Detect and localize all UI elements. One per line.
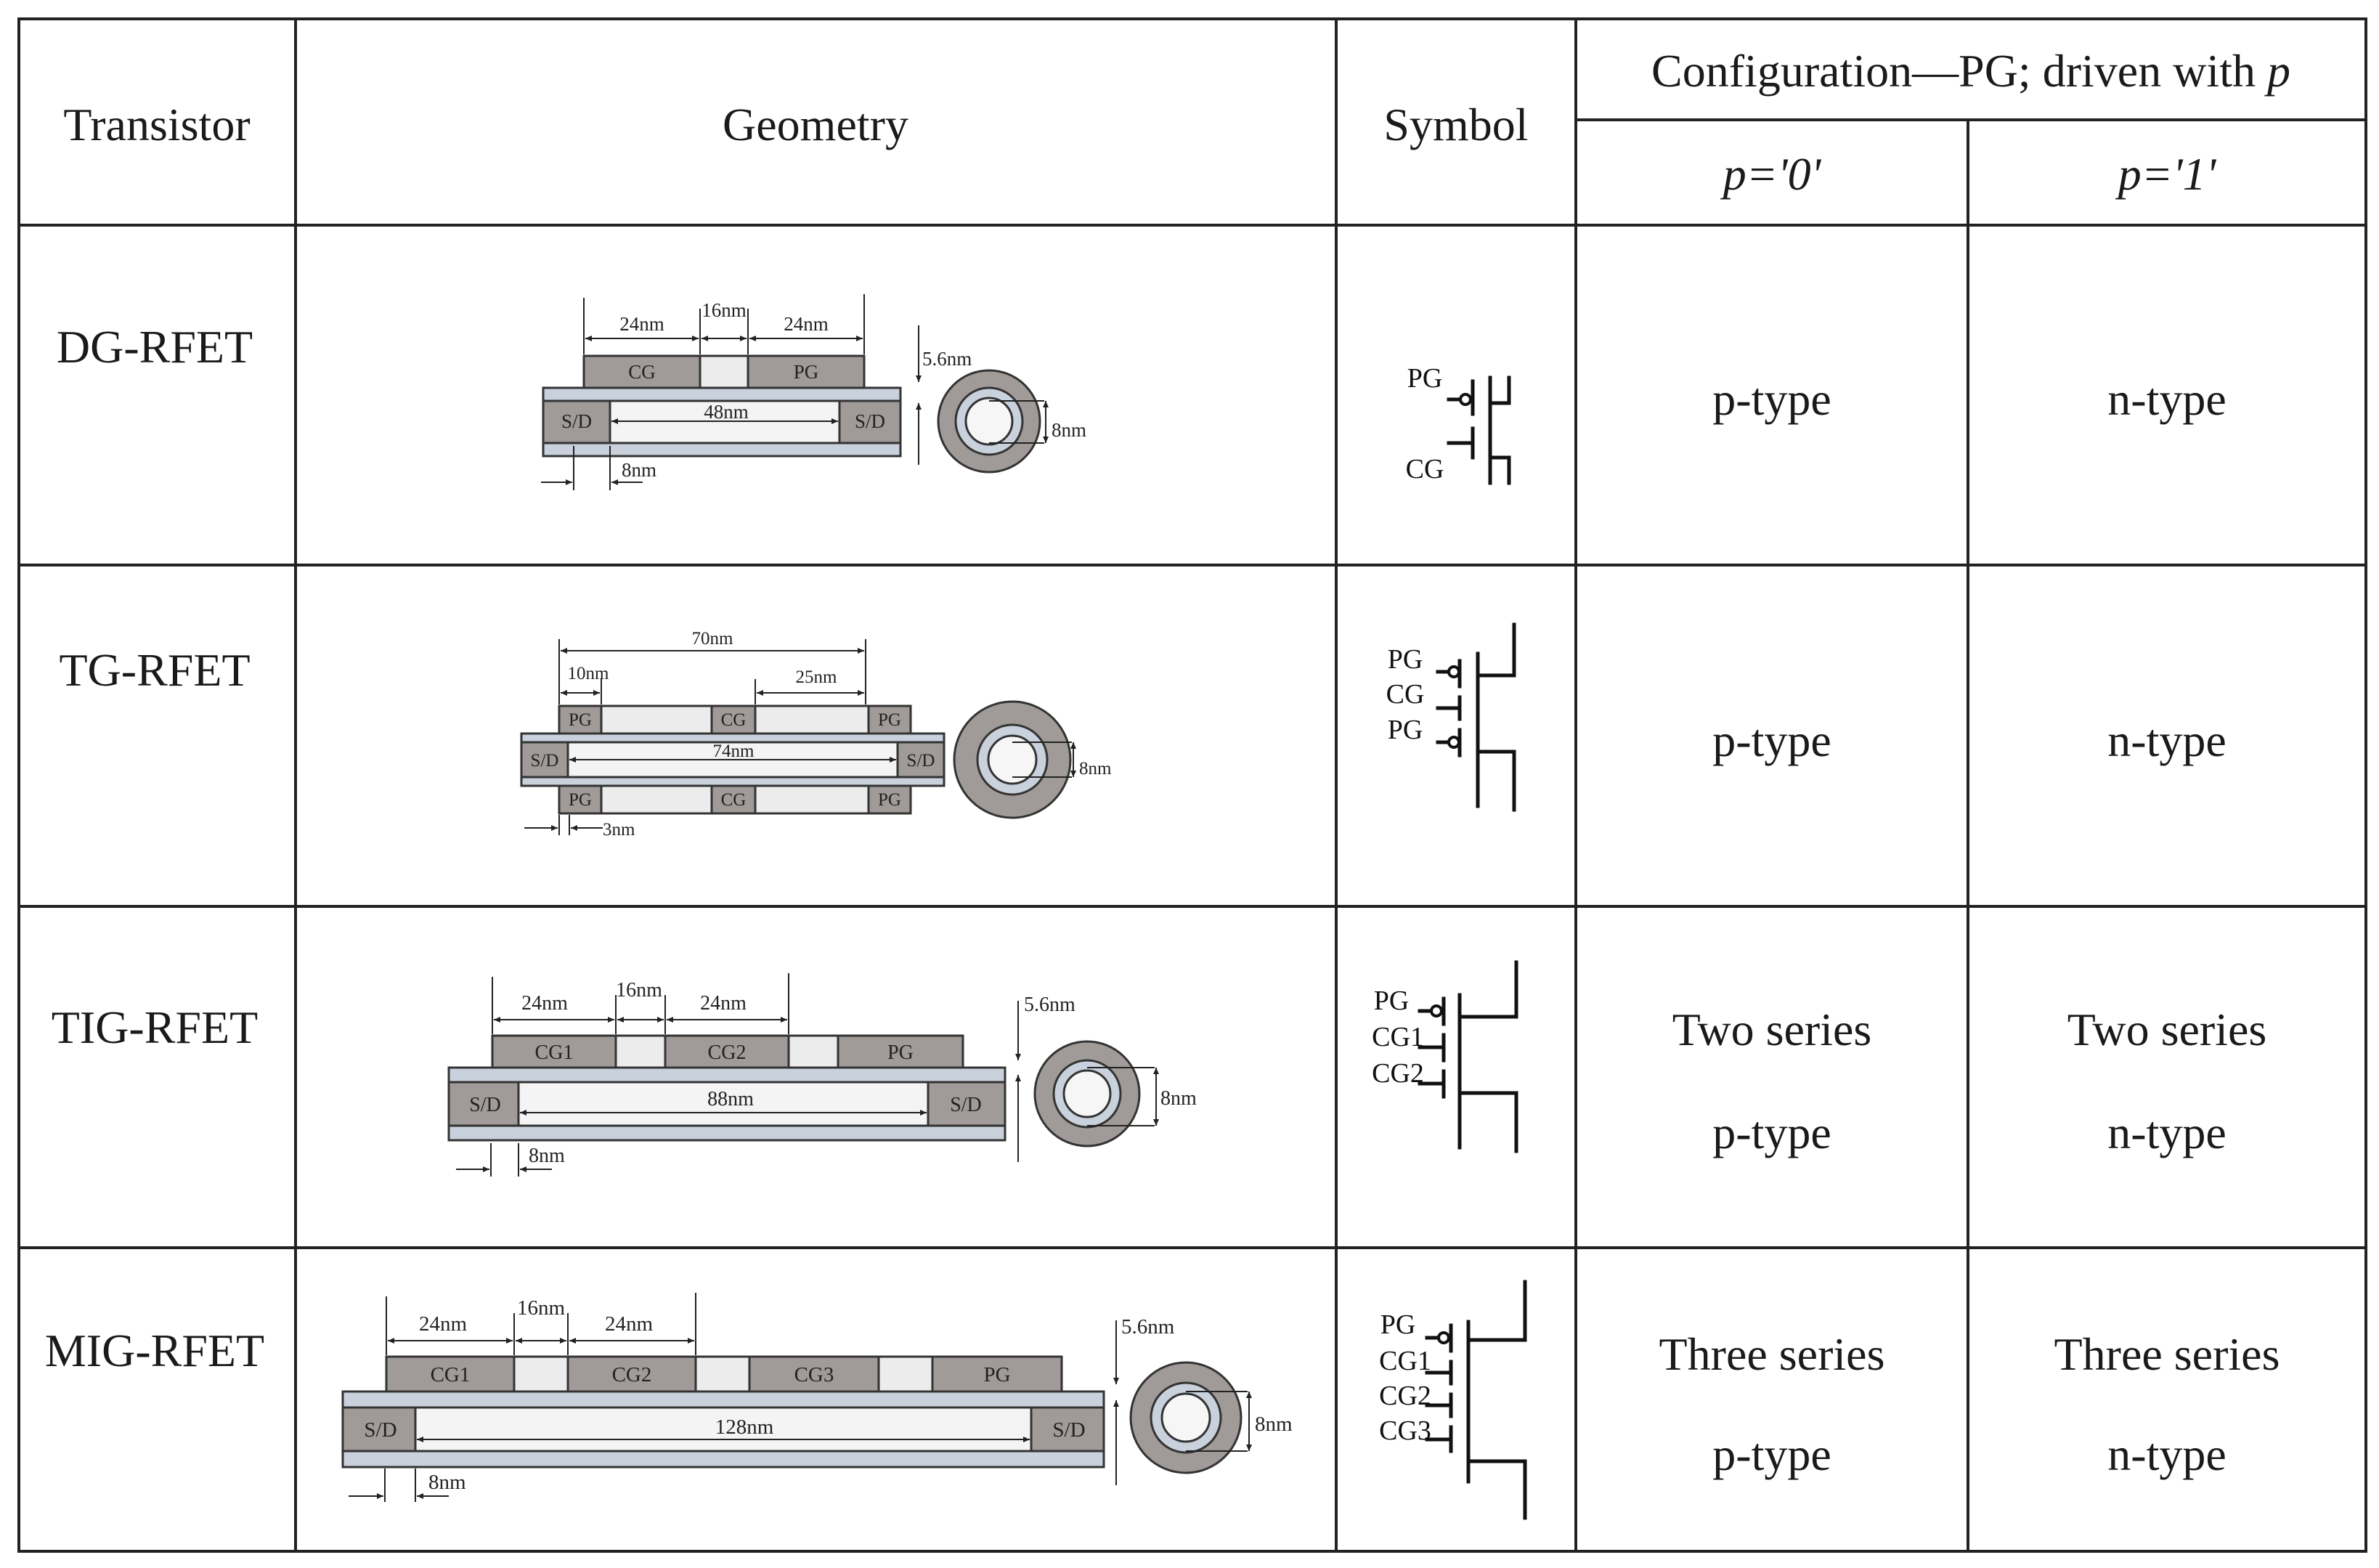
total-label: 70nm — [692, 629, 734, 649]
sd-label: S/D — [907, 751, 935, 771]
config-p1-line2: n-type — [2107, 1429, 2226, 1480]
dg-rfet-symbol — [1447, 375, 1511, 485]
gate-label: CG — [721, 710, 747, 730]
gate-label: PG — [878, 790, 901, 810]
gate-label: PG — [887, 1041, 914, 1064]
row-name: TG-RFET — [59, 644, 251, 696]
tg-rfet-symbol — [1436, 622, 1516, 812]
config-p0-line2: p-type — [1712, 1429, 1831, 1480]
dim-label: 10nm — [568, 664, 610, 683]
symbol-label: PG — [1388, 715, 1423, 745]
header-configuration: Configuration—PG; driven with p — [1651, 48, 2290, 94]
sd-label: S/D — [531, 751, 559, 771]
gate-label: CG3 — [794, 1363, 834, 1386]
symbol-label: CG2 — [1372, 1058, 1424, 1089]
config-p1: n-type — [2107, 373, 2226, 425]
gate-label: PG — [569, 710, 592, 730]
symbol-label: CG — [1406, 454, 1444, 484]
header-p0: p='0' — [1723, 148, 1821, 200]
dim-label: 16nm — [702, 299, 747, 321]
config-p0-line1: Two series — [1672, 1004, 1872, 1055]
config-p1-line2: n-type — [2107, 1107, 2226, 1158]
gate-label: PG — [794, 361, 819, 383]
symbol-label: CG3 — [1379, 1415, 1431, 1446]
sd-label: S/D — [364, 1418, 396, 1442]
channel-label: 74nm — [713, 742, 755, 761]
overlap-label: 8nm — [428, 1471, 466, 1494]
dim-label: 24nm — [700, 992, 747, 1015]
gate-label: PG — [569, 790, 592, 810]
dim-label: 25nm — [796, 667, 838, 687]
config-p0-line2: p-type — [1712, 1107, 1831, 1158]
dim-label: 24nm — [619, 313, 664, 335]
sd-label: S/D — [1052, 1418, 1085, 1442]
gate-label: PG — [878, 710, 901, 730]
config-p0: p-type — [1712, 715, 1831, 766]
header-configuration-var: p — [2266, 45, 2290, 97]
diameter-label: 8nm — [1052, 419, 1086, 441]
sd-label: S/D — [561, 410, 592, 432]
sd-label: S/D — [855, 410, 885, 432]
diameter-label: 8nm — [1160, 1087, 1197, 1110]
thickness-label: 5.6nm — [1121, 1315, 1175, 1339]
overlap-label: 8nm — [529, 1145, 565, 1167]
config-p0-line1: Three series — [1659, 1328, 1885, 1380]
row-name: DG-RFET — [56, 321, 253, 373]
config-p1: n-type — [2107, 715, 2226, 766]
symbol-label: CG1 — [1372, 1022, 1424, 1052]
symbol-label: PG — [1407, 363, 1443, 394]
symbol-label: CG — [1386, 679, 1425, 710]
channel-label: 128nm — [715, 1415, 774, 1439]
gate-label: CG1 — [535, 1041, 574, 1064]
tig-rfet-symbol — [1418, 960, 1518, 1153]
thickness-label: 5.6nm — [922, 348, 972, 370]
header-transistor: Transistor — [63, 99, 251, 150]
tig-rfet-geometry — [447, 1034, 1141, 1147]
mig-rfet-symbol — [1425, 1280, 1527, 1520]
gate-label: PG — [983, 1363, 1010, 1386]
gate-label: CG — [721, 790, 747, 810]
mig-rfet-geometry — [341, 1355, 1243, 1474]
symbol-label: CG2 — [1379, 1381, 1431, 1411]
channel-label: 88nm — [707, 1088, 754, 1110]
gate-label: CG1 — [431, 1363, 471, 1386]
gate-label: CG2 — [612, 1363, 652, 1386]
dg-rfet-geometry — [542, 354, 1041, 474]
symbol-label: CG1 — [1379, 1346, 1431, 1376]
header-p1: p='1' — [2118, 148, 2216, 200]
config-p0: p-type — [1712, 373, 1831, 425]
header-configuration-text: Configuration—PG; driven with — [1651, 45, 2267, 97]
row-name: MIG-RFET — [44, 1325, 265, 1376]
config-p1-line1: Three series — [2054, 1328, 2280, 1380]
config-p1-line1: Two series — [2067, 1004, 2267, 1055]
dim-label: 16nm — [616, 979, 662, 1002]
sd-label: S/D — [469, 1094, 501, 1116]
overlap-label: 3nm — [603, 820, 635, 840]
dim-label: 24nm — [605, 1312, 654, 1336]
overlap-label: 8nm — [622, 459, 656, 481]
thickness-label: 5.6nm — [1024, 994, 1075, 1016]
dim-label: 24nm — [784, 313, 829, 335]
symbol-label: PG — [1380, 1309, 1416, 1340]
header-geometry: Geometry — [723, 99, 908, 150]
row-name: TIG-RFET — [51, 1002, 259, 1053]
dim-label: 16nm — [517, 1296, 566, 1320]
symbol-label: PG — [1374, 986, 1410, 1016]
gate-label: CG2 — [708, 1041, 747, 1064]
diameter-label: 8nm — [1079, 759, 1112, 779]
sd-label: S/D — [950, 1094, 982, 1116]
dim-label: 24nm — [419, 1312, 468, 1336]
channel-label: 48nm — [704, 401, 749, 423]
header-symbol: Symbol — [1383, 99, 1529, 150]
symbol-label: PG — [1388, 644, 1423, 675]
gate-label: CG — [628, 361, 656, 383]
diameter-label: 8nm — [1255, 1413, 1293, 1436]
dim-label: 24nm — [521, 992, 568, 1015]
